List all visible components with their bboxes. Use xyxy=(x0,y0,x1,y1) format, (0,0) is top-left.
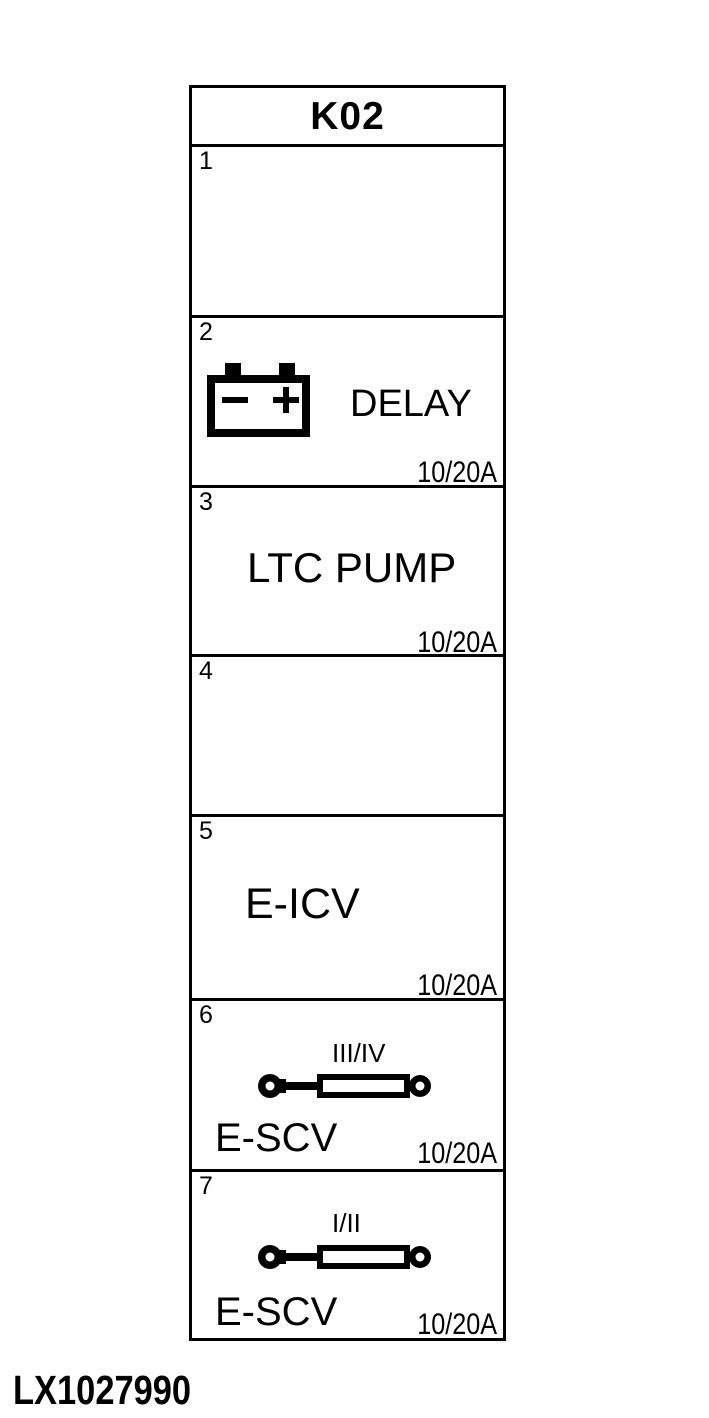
figure-code: LX1027990 xyxy=(13,1367,192,1413)
scv-ports-label: I/II xyxy=(332,1208,361,1238)
fuse-block-title: K02 xyxy=(310,94,385,138)
fuse-label: DELAY xyxy=(350,383,472,425)
fuse-label: LTC PUMP xyxy=(247,544,457,591)
fuse-relay-block-table: K02 1 2 DELAY 10/20A 3 LTC PUMP xyxy=(189,85,506,1341)
fuse-label: E-ICV xyxy=(245,880,360,928)
fuse-cell-6: 6 III/IV E-SCV 10/20A xyxy=(192,1001,503,1172)
cell-number: 7 xyxy=(199,1172,213,1200)
cell-number: 6 xyxy=(199,1001,213,1029)
hydraulic-cylinder-icon xyxy=(258,1244,432,1270)
cell-number: 1 xyxy=(199,147,213,175)
fuse-cell-1: 1 xyxy=(192,147,503,318)
amp-rating: 10/20A xyxy=(417,969,497,1002)
fuse-label: E-SCV xyxy=(215,1116,338,1160)
battery-icon xyxy=(207,363,310,437)
fuse-cell-4: 4 xyxy=(192,657,503,817)
cell-number: 4 xyxy=(199,657,213,685)
fuse-cell-5: 5 E-ICV 10/20A xyxy=(192,817,503,1001)
fuse-cell-2: 2 DELAY 10/20A xyxy=(192,318,503,488)
amp-rating: 10/20A xyxy=(417,456,497,489)
fuse-block-header: K02 xyxy=(192,88,503,147)
fuse-cell-7: 7 I/II E-SCV 10/20A xyxy=(192,1172,503,1341)
cell-number: 3 xyxy=(199,488,213,516)
amp-rating: 10/20A xyxy=(417,626,497,659)
amp-rating: 10/20A xyxy=(417,1137,497,1170)
hydraulic-cylinder-icon xyxy=(258,1073,432,1099)
fuse-cell-3: 3 LTC PUMP 10/20A xyxy=(192,488,503,659)
fuse-label: E-SCV xyxy=(215,1290,338,1334)
amp-rating: 10/20A xyxy=(417,1308,497,1341)
scv-ports-label: III/IV xyxy=(332,1038,386,1068)
cell-number: 2 xyxy=(199,318,213,346)
cell-number: 5 xyxy=(199,817,213,845)
